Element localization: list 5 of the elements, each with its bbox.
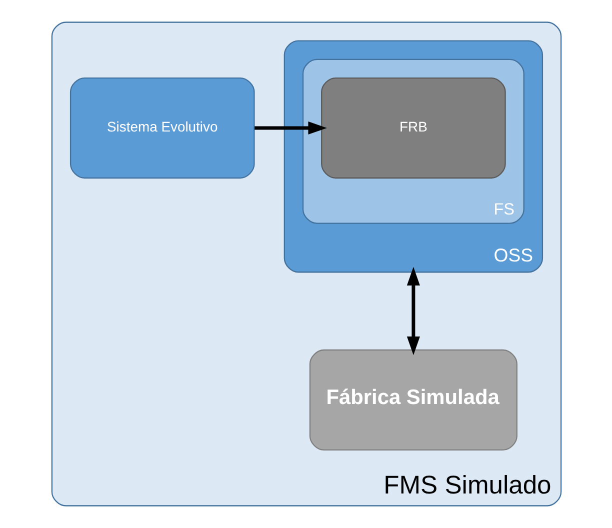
arrow	[406, 266, 420, 356]
node-box: Sistema Evolutivo	[69, 77, 254, 179]
node-box: Fábrica Simulada	[308, 349, 517, 451]
node-box: FRB	[320, 77, 506, 179]
arrow	[254, 121, 326, 135]
